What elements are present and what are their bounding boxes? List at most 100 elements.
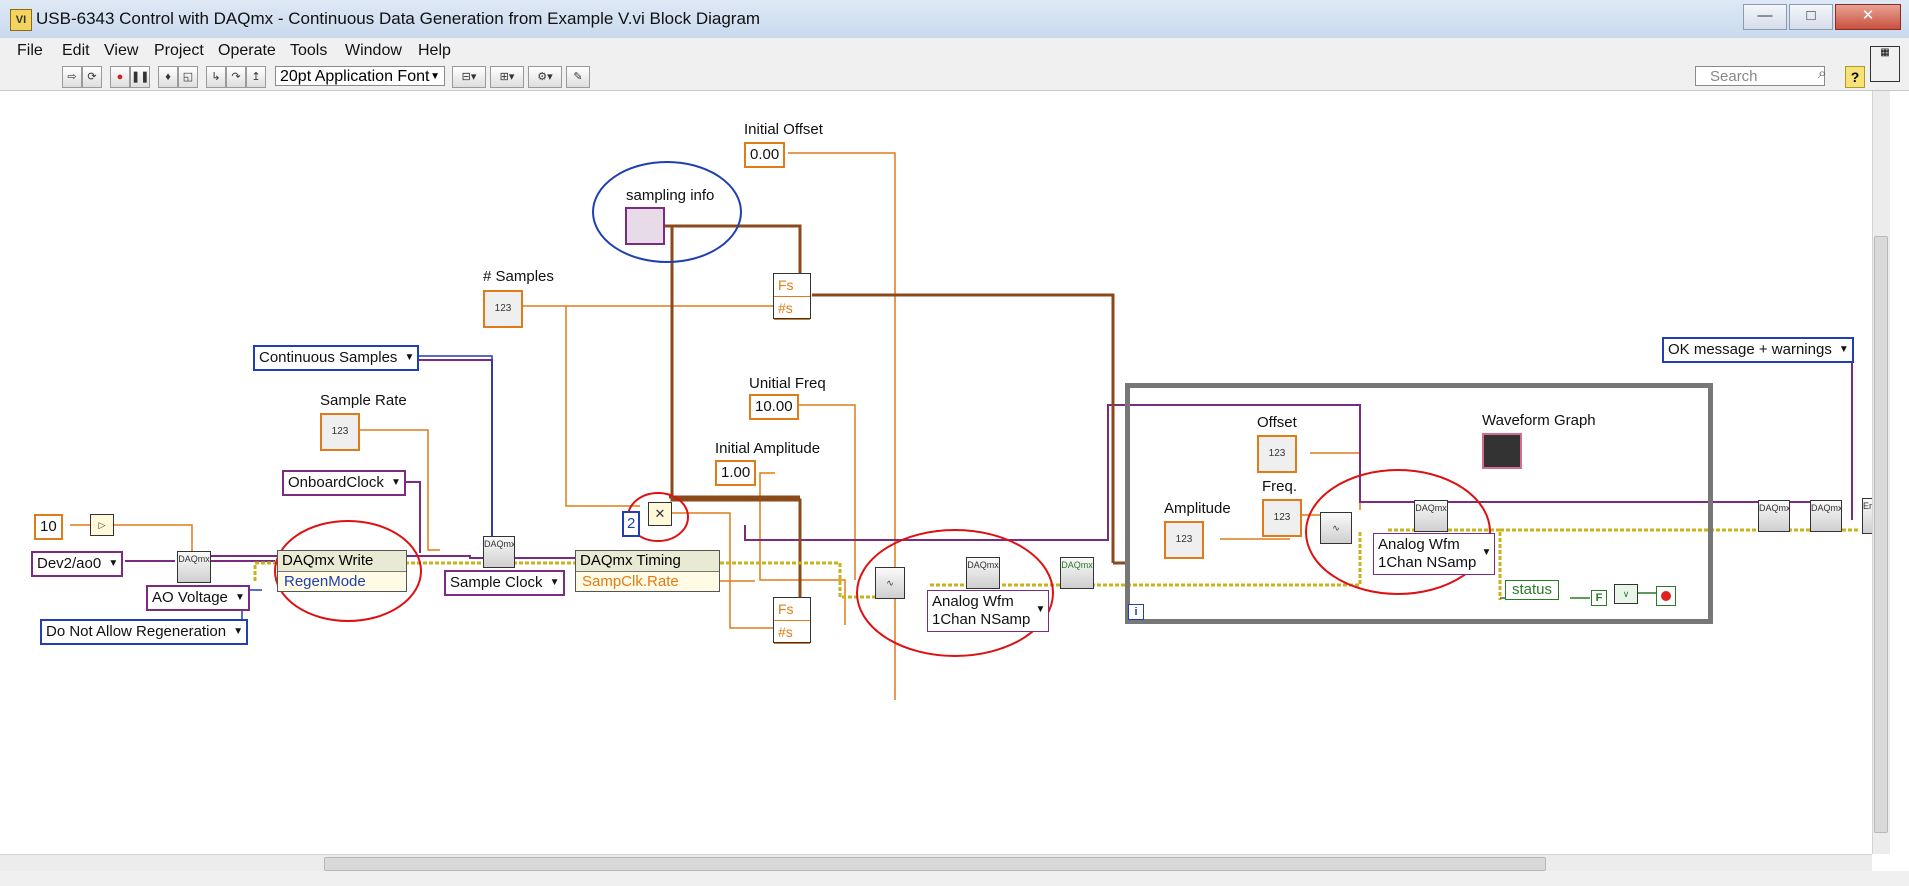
- chevron-down-icon: ▼: [1035, 604, 1046, 615]
- waveform-graph-label: Waveform Graph: [1482, 412, 1596, 429]
- menu-project[interactable]: Project: [154, 42, 204, 59]
- multiply-function-node[interactable]: ✕: [648, 502, 672, 526]
- distribute-objects-icon[interactable]: ⊞▾: [490, 66, 524, 88]
- labview-vi-icon: VI: [10, 9, 32, 31]
- run-icon[interactable]: ⇨: [62, 66, 82, 88]
- amplitude-label: Amplitude: [1164, 500, 1231, 517]
- connector-pane-icon[interactable]: ▦: [1870, 46, 1900, 82]
- menu-view[interactable]: View: [104, 42, 139, 59]
- menu-bar: File Edit View Project Operate Tools Win…: [0, 38, 1909, 64]
- physical-channel-constant[interactable]: Dev2/ao0▼: [31, 551, 124, 577]
- align-objects-icon[interactable]: ⊟▾: [452, 66, 486, 88]
- chevron-down-icon: ▼: [404, 352, 415, 363]
- close-button[interactable]: ✕: [1835, 4, 1901, 30]
- title-bar: VI USB-6343 Control with DAQmx - Continu…: [0, 0, 1909, 39]
- daqmx-timing-head: DAQmx Timing: [576, 551, 719, 572]
- initial-amplitude-constant[interactable]: 1.00: [715, 460, 757, 486]
- window-controls: — □ ✕: [1743, 4, 1901, 30]
- search-icon[interactable]: ⌕: [1818, 65, 1827, 82]
- pause-icon[interactable]: ❚❚: [130, 66, 150, 88]
- bundle-ns-label: #s: [774, 297, 810, 320]
- continuous-samples-enum[interactable]: Continuous Samples▼: [253, 345, 420, 371]
- unitial-freq-label: Unitial Freq: [749, 375, 826, 392]
- sample-rate-label: Sample Rate: [320, 392, 407, 409]
- daqmx-stop-task-node[interactable]: DAQmx: [1758, 500, 1791, 532]
- daqmx-create-channel-node[interactable]: DAQmx: [177, 551, 211, 583]
- freq-control[interactable]: 123: [1262, 499, 1302, 537]
- daqmx-clear-task-node[interactable]: DAQmx: [1810, 500, 1843, 532]
- regen-mode-property[interactable]: RegenMode: [284, 573, 366, 590]
- bundle-ns-label-2: #s: [774, 621, 810, 644]
- cleanup-diagram-icon[interactable]: ✎: [566, 66, 590, 88]
- menu-operate[interactable]: Operate: [218, 42, 276, 59]
- highlight-execution-icon[interactable]: ♦: [158, 66, 178, 88]
- sampling-info-label: sampling info: [626, 187, 715, 204]
- menu-tools[interactable]: Tools: [290, 42, 328, 59]
- menu-edit[interactable]: Edit: [62, 42, 90, 59]
- maximize-button[interactable]: □: [1789, 4, 1833, 30]
- waveform-graph-indicator[interactable]: [1482, 433, 1522, 469]
- minimize-button[interactable]: —: [1743, 4, 1787, 30]
- false-constant[interactable]: F: [1591, 590, 1607, 606]
- loop-daqmx-write-node[interactable]: DAQmx: [1414, 500, 1448, 532]
- daqmx-write-property-node[interactable]: DAQmx Write RegenMode: [277, 550, 407, 592]
- step-out-icon[interactable]: ↥: [246, 66, 266, 88]
- onboard-clock-constant[interactable]: OnboardClock▼: [282, 470, 406, 496]
- vertical-scrollbar-thumb[interactable]: [1874, 236, 1888, 833]
- loop-sine-waveform-node[interactable]: ∿: [1320, 512, 1352, 544]
- context-help-button[interactable]: ?: [1845, 66, 1865, 88]
- or-function-node[interactable]: ∨: [1614, 584, 1638, 604]
- reorder-icon[interactable]: ⚙▾: [528, 66, 562, 88]
- sample-rate-control[interactable]: 123: [320, 413, 360, 451]
- stop-terminal[interactable]: [1656, 586, 1676, 606]
- step-into-icon[interactable]: ↳: [206, 66, 226, 88]
- unitial-freq-constant[interactable]: 10.00: [749, 394, 799, 420]
- menu-window[interactable]: Window: [345, 42, 402, 59]
- sampling-info-indicator[interactable]: [625, 207, 665, 245]
- sample-clock-selector[interactable]: Sample Clock▼: [444, 570, 565, 596]
- chevron-down-icon: ▼: [1838, 344, 1849, 355]
- abort-icon[interactable]: ●: [110, 66, 130, 88]
- daqmx-timing-property-node[interactable]: DAQmx Timing SampClk.Rate: [575, 550, 720, 592]
- constant-10[interactable]: 10: [34, 514, 63, 540]
- ao-voltage-selector[interactable]: AO Voltage▼: [146, 585, 250, 611]
- constant-2[interactable]: 2: [622, 511, 641, 537]
- menu-file[interactable]: File: [17, 42, 43, 59]
- analog-wfm-selector-1[interactable]: Analog Wfm 1Chan NSamp ▼: [927, 590, 1050, 632]
- sine-waveform-generator-node[interactable]: ∿: [875, 567, 905, 599]
- offset-control[interactable]: 123: [1257, 435, 1297, 473]
- bundle-node-bottom[interactable]: Fs #s: [773, 597, 811, 644]
- offset-label: Offset: [1257, 414, 1297, 431]
- bundle-fs-label-2: Fs: [774, 598, 810, 621]
- chevron-down-icon: ▼: [390, 477, 401, 488]
- num-samples-control[interactable]: 123: [483, 290, 523, 328]
- step-over-icon[interactable]: ↷: [226, 66, 246, 88]
- daqmx-start-task-node[interactable]: DAQmx: [1060, 557, 1094, 589]
- amplitude-control[interactable]: 123: [1164, 521, 1204, 559]
- regen-mode-enum[interactable]: Do Not Allow Regeneration▼: [40, 619, 249, 645]
- toolbar: ⇨ ⟳ ● ❚❚ ♦ ◱ ↳ ↷ ↥ 20pt Application Font…: [0, 64, 1909, 91]
- chevron-down-icon: ▼: [549, 577, 560, 588]
- chevron-down-icon: ▼: [108, 558, 119, 569]
- run-continuously-icon[interactable]: ⟳: [82, 66, 102, 88]
- retain-wire-values-icon[interactable]: ◱: [178, 66, 198, 88]
- font-selector[interactable]: 20pt Application Font▼: [275, 66, 445, 86]
- bundle-fs-label: Fs: [774, 274, 810, 297]
- bundle-node-top[interactable]: Fs #s: [773, 273, 811, 320]
- numeric-function-node[interactable]: ▷: [90, 514, 114, 536]
- initial-amplitude-label: Initial Amplitude: [715, 440, 821, 457]
- horizontal-scrollbar-thumb[interactable]: [324, 857, 1546, 871]
- initial-offset-constant[interactable]: 0.00: [744, 142, 786, 168]
- status-unbundle[interactable]: status: [1505, 580, 1560, 600]
- menu-help[interactable]: Help: [418, 42, 451, 59]
- daqmx-timing-vi-node[interactable]: DAQmx: [483, 536, 516, 568]
- chevron-down-icon: ▼: [1481, 547, 1492, 558]
- window-bottom-edge: [0, 871, 1909, 886]
- ok-message-enum[interactable]: OK message + warnings▼: [1662, 337, 1854, 363]
- analog-wfm-selector-2[interactable]: Analog Wfm 1Chan NSamp ▼: [1373, 533, 1496, 575]
- while-loop[interactable]: [1125, 383, 1713, 624]
- chevron-down-icon: ▼: [233, 626, 244, 637]
- samp-clk-rate-property[interactable]: SampClk.Rate: [582, 573, 679, 590]
- search-input[interactable]: Search: [1695, 66, 1825, 86]
- daqmx-write-vi-node[interactable]: DAQmx: [966, 557, 1000, 589]
